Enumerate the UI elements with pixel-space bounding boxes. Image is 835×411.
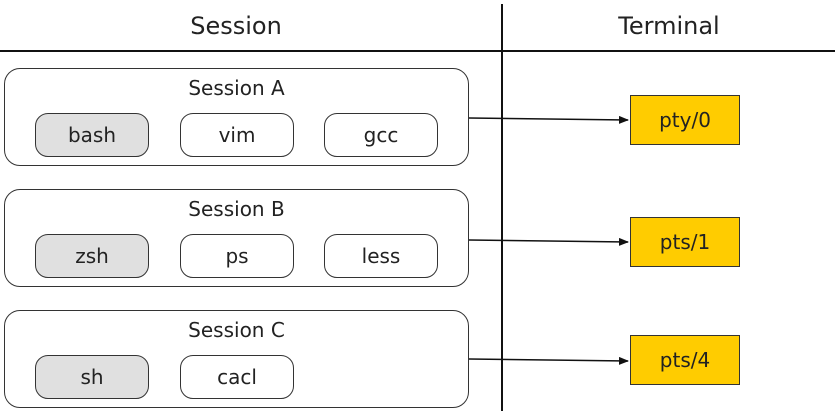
session-c-process-sh: sh (35, 355, 149, 399)
session-c-process-cacl: cacl (180, 355, 294, 399)
session-b-title: Session B (188, 197, 285, 221)
session-b-box: Session B zsh ps less (4, 189, 469, 287)
session-a-process-gcc: gcc (324, 113, 438, 157)
terminal-pts-4: pts/4 (630, 335, 740, 385)
arrow-session-c-to-terminal (468, 356, 629, 365)
session-column-header: Session (190, 12, 282, 40)
terminal-column-header: Terminal (618, 12, 720, 40)
session-a-process-vim: vim (180, 113, 294, 157)
arrow-session-a-to-terminal (468, 115, 629, 124)
session-b-process-ps: ps (180, 234, 294, 278)
terminal-pts-1: pts/1 (630, 217, 740, 267)
session-b-process-zsh: zsh (35, 234, 149, 278)
session-c-title: Session C (188, 318, 285, 342)
session-a-title: Session A (188, 76, 285, 100)
session-c-box: Session C sh cacl (4, 310, 469, 408)
session-a-box: Session A bash vim gcc (4, 68, 469, 166)
terminal-pty-0: pty/0 (630, 95, 740, 145)
session-a-process-bash: bash (35, 113, 149, 157)
header-divider-line (0, 50, 835, 52)
session-b-process-less: less (324, 234, 438, 278)
arrow-session-b-to-terminal (468, 237, 629, 246)
column-divider-line (501, 4, 503, 411)
